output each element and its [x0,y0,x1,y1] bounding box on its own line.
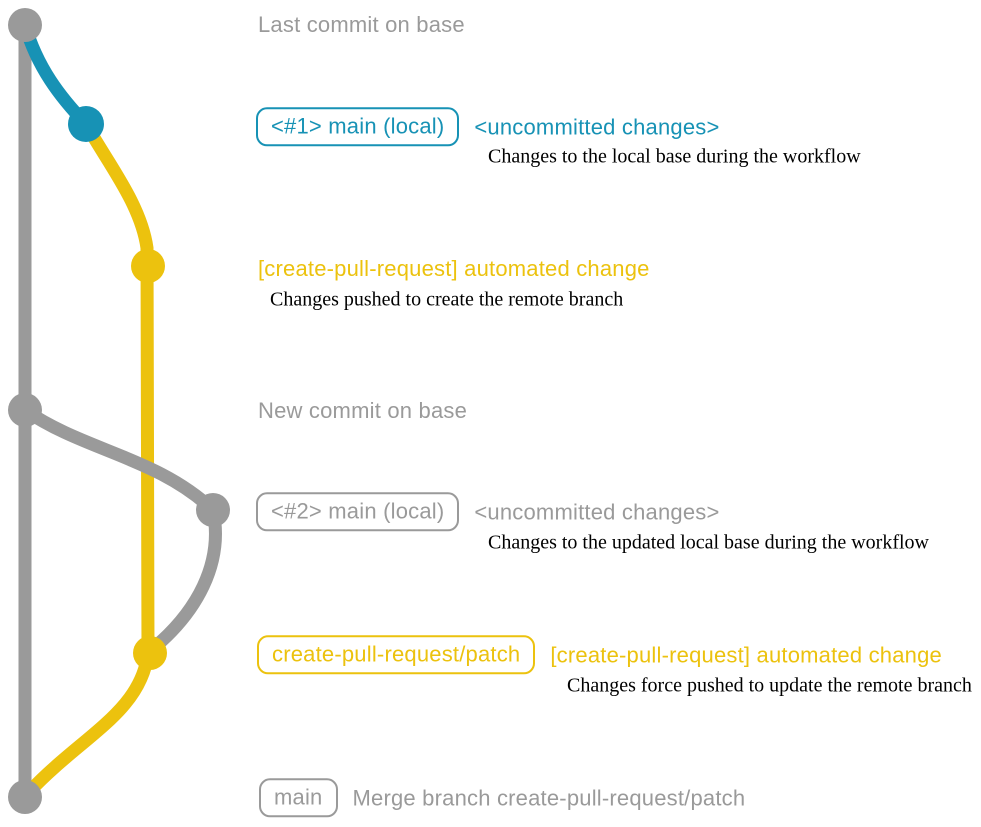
annotation-local-main-1: <#1> main (local) <uncommitted changes> [256,107,720,147]
headline-automated-change-1: [create-pull-request] automated change [258,256,650,281]
description-push-create-branch: Changes pushed to create the remote bran… [270,288,624,311]
commit-dot-local-main-1 [68,106,104,142]
branch-badge-main-local-1: <#1> main (local) [256,107,460,147]
annotation-local-main-2: <#2> main (local) <uncommitted changes> [256,492,720,532]
description-force-push-update-branch: Changes force pushed to update the remot… [567,674,972,697]
headline-merge-branch: Merge branch create-pull-request/patch [352,784,746,810]
row-title-new-commit: New commit on base [258,398,468,423]
commit-dot-base-new [8,393,42,427]
annotation-new-commit: New commit on base [258,398,467,424]
commit-dot-local-main-2 [196,493,230,527]
annotation-automated-change-1: [create-pull-request] automated change [258,256,650,282]
description-local-base-changes: Changes to the local base during the wor… [488,145,861,168]
annotation-merge: main Merge branch create-pull-request/pa… [259,778,746,818]
edge-local-main-2 [18,403,222,658]
commit-dot-base-merge [8,780,42,814]
branch-badge-patch: create-pull-request/patch [257,635,536,675]
description-updated-local-base-changes: Changes to the updated local base during… [488,531,929,554]
edge-patch-merge [23,646,155,798]
annotation-last-commit: Last commit on base [258,12,465,38]
commit-graph [8,8,230,814]
headline-automated-change-2: [create-pull-request] automated change [550,641,942,667]
commit-dot-patch-1 [131,249,165,283]
branch-badge-main-local-2: <#2> main (local) [256,492,460,532]
commit-dot-base-last [8,8,42,42]
headline-uncommitted-changes-2: <uncommitted changes> [474,498,720,524]
row-title-last-commit: Last commit on base [258,12,465,37]
commit-dot-patch-2 [133,636,167,670]
annotation-patch-branch: create-pull-request/patch [create-pull-r… [257,635,942,675]
headline-uncommitted-changes-1: <uncommitted changes> [474,113,720,139]
edge-patch-branch [79,117,155,660]
branch-badge-main: main [259,778,338,818]
